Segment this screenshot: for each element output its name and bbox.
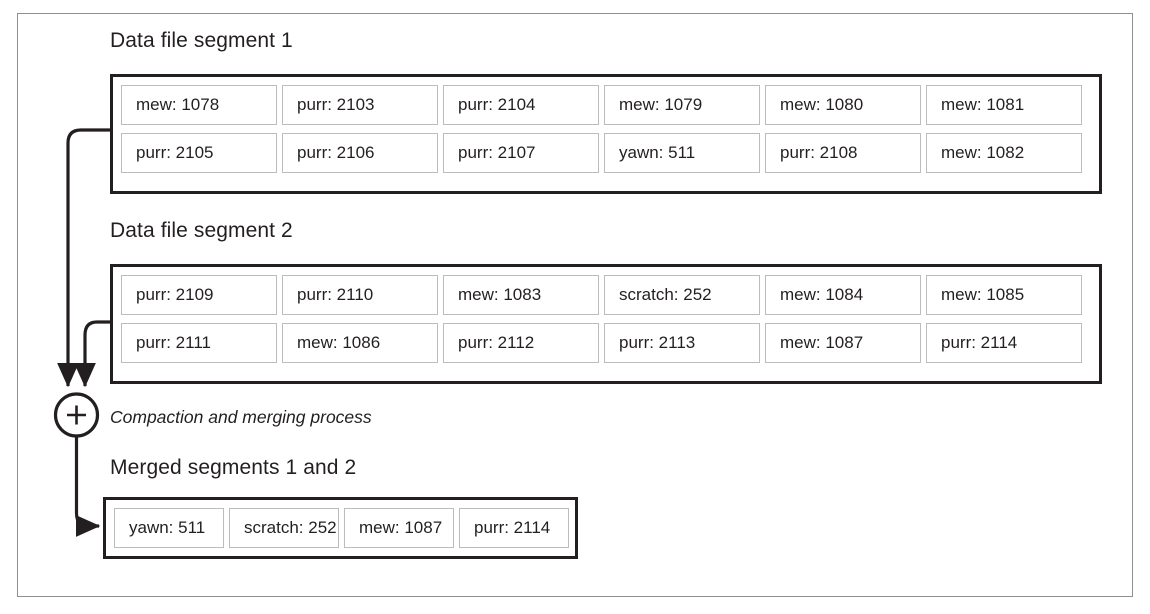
- data-cell: mew: 1084: [765, 275, 921, 315]
- data-cell: mew: 1079: [604, 85, 760, 125]
- data-cell: scratch: 252: [229, 508, 339, 548]
- data-cell: mew: 1087: [765, 323, 921, 363]
- data-cell: mew: 1086: [282, 323, 438, 363]
- compaction-process-caption: Compaction and merging process: [110, 407, 372, 427]
- data-cell: purr: 2114: [926, 323, 1082, 363]
- data-cell: purr: 2103: [282, 85, 438, 125]
- segment2-title: Data file segment 2: [110, 219, 293, 242]
- data-cell: mew: 1083: [443, 275, 599, 315]
- merge-plus-symbol: +: [67, 401, 83, 431]
- data-cell: mew: 1078: [121, 85, 277, 125]
- data-cell: yawn: 511: [604, 133, 760, 173]
- data-cell: purr: 2113: [604, 323, 760, 363]
- data-cell: purr: 2104: [443, 85, 599, 125]
- data-cell: purr: 2106: [282, 133, 438, 173]
- merged-segments-title: Merged segments 1 and 2: [110, 456, 357, 479]
- data-cell: purr: 2112: [443, 323, 599, 363]
- data-cell: mew: 1085: [926, 275, 1082, 315]
- data-cell: purr: 2108: [765, 133, 921, 173]
- data-cell: purr: 2114: [459, 508, 569, 548]
- data-cell: mew: 1080: [765, 85, 921, 125]
- data-cell: purr: 2105: [121, 133, 277, 173]
- segment1-title: Data file segment 1: [110, 29, 293, 52]
- data-cell: mew: 1082: [926, 133, 1082, 173]
- data-cell: mew: 1081: [926, 85, 1082, 125]
- data-cell: purr: 2111: [121, 323, 277, 363]
- data-cell: purr: 2110: [282, 275, 438, 315]
- data-cell: mew: 1087: [344, 508, 454, 548]
- data-cell: scratch: 252: [604, 275, 760, 315]
- data-cell: purr: 2109: [121, 275, 277, 315]
- data-cell: purr: 2107: [443, 133, 599, 173]
- data-cell: yawn: 511: [114, 508, 224, 548]
